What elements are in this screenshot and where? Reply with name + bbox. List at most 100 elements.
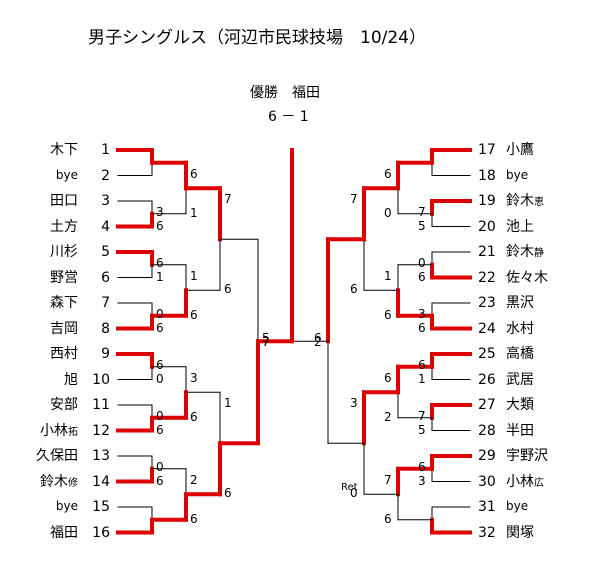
right-r2-score: 7 <box>384 472 392 487</box>
left-player-name: 田口 <box>50 193 78 209</box>
right-player-name: 佐々木 <box>506 269 548 286</box>
right-r1-score: 5 <box>418 422 426 437</box>
left-r2-score: 6 <box>190 409 198 424</box>
right-r2-score: 6 <box>384 511 392 526</box>
name-suffix: 修 <box>68 477 78 489</box>
right-player-name: bye <box>506 499 529 513</box>
name-suffix: 静 <box>534 248 544 259</box>
left-seed-number: 8 <box>101 320 110 337</box>
right-player-name: 半田 <box>506 422 534 439</box>
left-r2-score: 2 <box>190 472 198 487</box>
right-seed-number: 21 <box>478 244 496 260</box>
left-r2-score: 6 <box>190 511 198 526</box>
right-r2-score: 6 <box>384 370 392 385</box>
left-seed-number: 3 <box>101 193 110 209</box>
left-seed-number: 7 <box>101 295 110 311</box>
name-suffix: 恵 <box>534 197 544 208</box>
right-player-name: bye <box>506 167 529 182</box>
left-r1-score: 1 <box>156 269 164 284</box>
left-player-name: 久保田 <box>36 448 78 464</box>
left-r1-score: 0 <box>156 307 164 321</box>
right-seed-number: 24 <box>478 320 496 337</box>
right-seed-number: 19 <box>478 193 496 209</box>
right-seed-number: 17 <box>478 142 496 158</box>
left-seed-number: 14 <box>92 473 110 490</box>
left-seed-number: 1 <box>101 142 110 158</box>
left-player-name: 木下 <box>50 142 78 158</box>
right-player-name: 池上 <box>506 218 534 235</box>
left-r2-score: 3 <box>190 370 198 385</box>
right-seed-number: 20 <box>478 218 496 235</box>
left-seed-number: 15 <box>92 499 110 515</box>
left-seed-number: 11 <box>92 397 110 413</box>
final-score: 6 － 1 <box>268 109 309 125</box>
right-r1-score: 0 <box>418 256 426 270</box>
right-r1-score: 7 <box>418 409 426 423</box>
right-r1-score: 5 <box>418 218 426 233</box>
left-r3-score: 1 <box>224 396 232 411</box>
right-seed-number: 29 <box>478 448 496 464</box>
left-r2-score: 1 <box>190 268 198 283</box>
left-seed-number: 12 <box>92 422 110 439</box>
left-sf-score: 5 <box>262 331 270 346</box>
right-r2-score: 6 <box>384 307 392 322</box>
left-r3-score: 6 <box>224 282 232 297</box>
left-player-name: 小林拓 <box>40 422 78 439</box>
right-r1-score: 6 <box>418 460 426 474</box>
right-player-name: 鈴木恵 <box>506 193 544 209</box>
right-r1-score: 6 <box>418 358 426 372</box>
left-player-name: bye <box>55 499 78 513</box>
right-r1-score: 3 <box>418 307 426 321</box>
right-seed-number: 26 <box>478 371 496 388</box>
right-player-name: 関塚 <box>506 524 534 541</box>
right-r3-score: 0 <box>350 486 358 501</box>
left-player-name: 福田 <box>50 524 78 541</box>
left-r3-score: 6 <box>224 486 232 501</box>
right-player-name: 水村 <box>506 320 534 337</box>
right-r2-score: 6 <box>384 166 392 181</box>
left-seed-number: 10 <box>92 371 110 388</box>
left-seed-number: 13 <box>92 448 110 464</box>
left-r1-score: 0 <box>156 460 164 474</box>
left-player-name: 旭 <box>64 371 78 388</box>
retired-note: Ret <box>341 482 358 493</box>
left-r1-score: 6 <box>156 422 164 437</box>
left-r1-score: 6 <box>156 320 164 335</box>
left-r1-score: 3 <box>156 205 164 219</box>
right-r2-score: 0 <box>384 205 392 220</box>
left-r1-score: 0 <box>156 409 164 423</box>
right-seed-number: 30 <box>478 473 496 490</box>
left-r1-score: 0 <box>156 371 164 386</box>
right-seed-number: 27 <box>478 397 496 413</box>
left-r1-score: 6 <box>156 218 164 233</box>
right-player-name: 高橋 <box>506 346 534 362</box>
left-r2-score: 6 <box>190 166 198 181</box>
left-r1-score: 6 <box>156 473 164 488</box>
left-player-name: 土方 <box>50 218 78 235</box>
right-seed-number: 23 <box>478 295 496 311</box>
left-r2-score: 6 <box>190 307 198 322</box>
left-seed-number: 4 <box>101 218 110 235</box>
right-player-name: 小鷹 <box>506 142 534 158</box>
right-r2-score: 1 <box>384 268 392 283</box>
left-seed-number: 9 <box>101 346 110 362</box>
left-r3-score: 7 <box>224 192 232 207</box>
name-suffix: 拓 <box>68 426 78 438</box>
right-r1-score: 1 <box>418 371 426 386</box>
left-player-name: 西村 <box>50 346 78 362</box>
left-seed-number: 2 <box>101 167 110 184</box>
right-r1-score: 7 <box>418 205 426 219</box>
left-player-name: 安部 <box>50 397 78 413</box>
right-sf-score: 2 <box>314 335 322 350</box>
right-player-name: 宇野沢 <box>506 448 548 464</box>
right-r3-score: 3 <box>350 396 358 411</box>
left-player-name: 吉岡 <box>50 320 78 337</box>
right-r3-score: 6 <box>350 282 358 297</box>
left-player-name: 川杉 <box>50 244 78 260</box>
left-r1-score: 6 <box>156 358 164 372</box>
right-seed-number: 32 <box>478 524 496 541</box>
right-player-name: 武居 <box>506 371 534 388</box>
champion-label: 優勝 福田 <box>250 85 320 101</box>
left-sf-score: 7 <box>262 335 270 350</box>
